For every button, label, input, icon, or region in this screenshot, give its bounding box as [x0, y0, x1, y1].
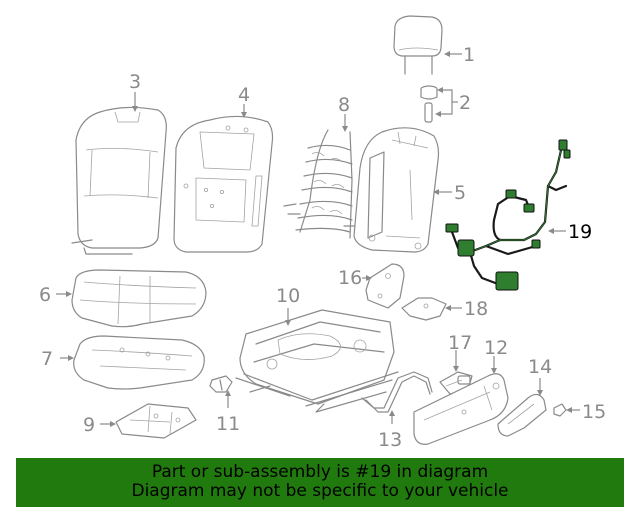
callout-4[interactable]: 4: [238, 84, 250, 106]
part-seatback-frame[interactable]: [353, 127, 440, 253]
parts-diagram: 1 2 3 4: [39, 15, 606, 451]
banner-line-1: Part or sub-assembly is #19 in diagram: [151, 462, 489, 482]
part-wire-harness[interactable]: [445, 139, 571, 291]
part-adjuster-cable[interactable]: [361, 371, 433, 413]
callout-11[interactable]: 11: [216, 413, 240, 435]
callout-10[interactable]: 10: [276, 285, 300, 307]
callout-1[interactable]: 1: [463, 44, 475, 66]
part-seatback-cover[interactable]: [71, 106, 167, 255]
part-inner-shield[interactable]: [497, 393, 547, 437]
callout-14[interactable]: 14: [528, 356, 552, 378]
callout-13[interactable]: 13: [378, 429, 402, 451]
part-seatback-spring[interactable]: [283, 129, 361, 239]
callout-19[interactable]: 19: [568, 221, 592, 243]
part-side-shield[interactable]: [413, 373, 509, 445]
part-cushion-pad[interactable]: [73, 335, 205, 390]
part-headrest[interactable]: [393, 15, 443, 75]
part-small-bracket[interactable]: [209, 375, 233, 393]
callout-2[interactable]: 2: [459, 92, 471, 114]
callout-18[interactable]: 18: [464, 298, 488, 320]
callout-15[interactable]: 15: [582, 401, 606, 423]
callout-7[interactable]: 7: [41, 348, 53, 370]
callout-9[interactable]: 9: [83, 414, 95, 436]
part-clip[interactable]: [553, 403, 567, 417]
part-headrest-guide[interactable]: [420, 85, 438, 123]
part-seat-frame[interactable]: [235, 309, 399, 413]
callout-12[interactable]: 12: [484, 337, 508, 359]
part-plate-bracket[interactable]: [401, 297, 447, 321]
callout-8[interactable]: 8: [338, 94, 350, 116]
banner-line-2: Diagram may not be specific to your vehi…: [131, 481, 509, 501]
part-seatback-pad[interactable]: [173, 115, 274, 253]
part-mount-bracket[interactable]: [365, 263, 405, 309]
callout-17[interactable]: 17: [448, 332, 472, 354]
callout-5[interactable]: 5: [454, 182, 466, 204]
notice-banner: Part or sub-assembly is #19 in diagram D…: [16, 458, 624, 507]
part-cushion-cover[interactable]: [71, 269, 207, 328]
callout-3[interactable]: 3: [129, 71, 141, 93]
callout-16[interactable]: 16: [338, 267, 362, 289]
part-cushion-bracket[interactable]: [115, 403, 197, 439]
callout-6[interactable]: 6: [39, 284, 51, 306]
